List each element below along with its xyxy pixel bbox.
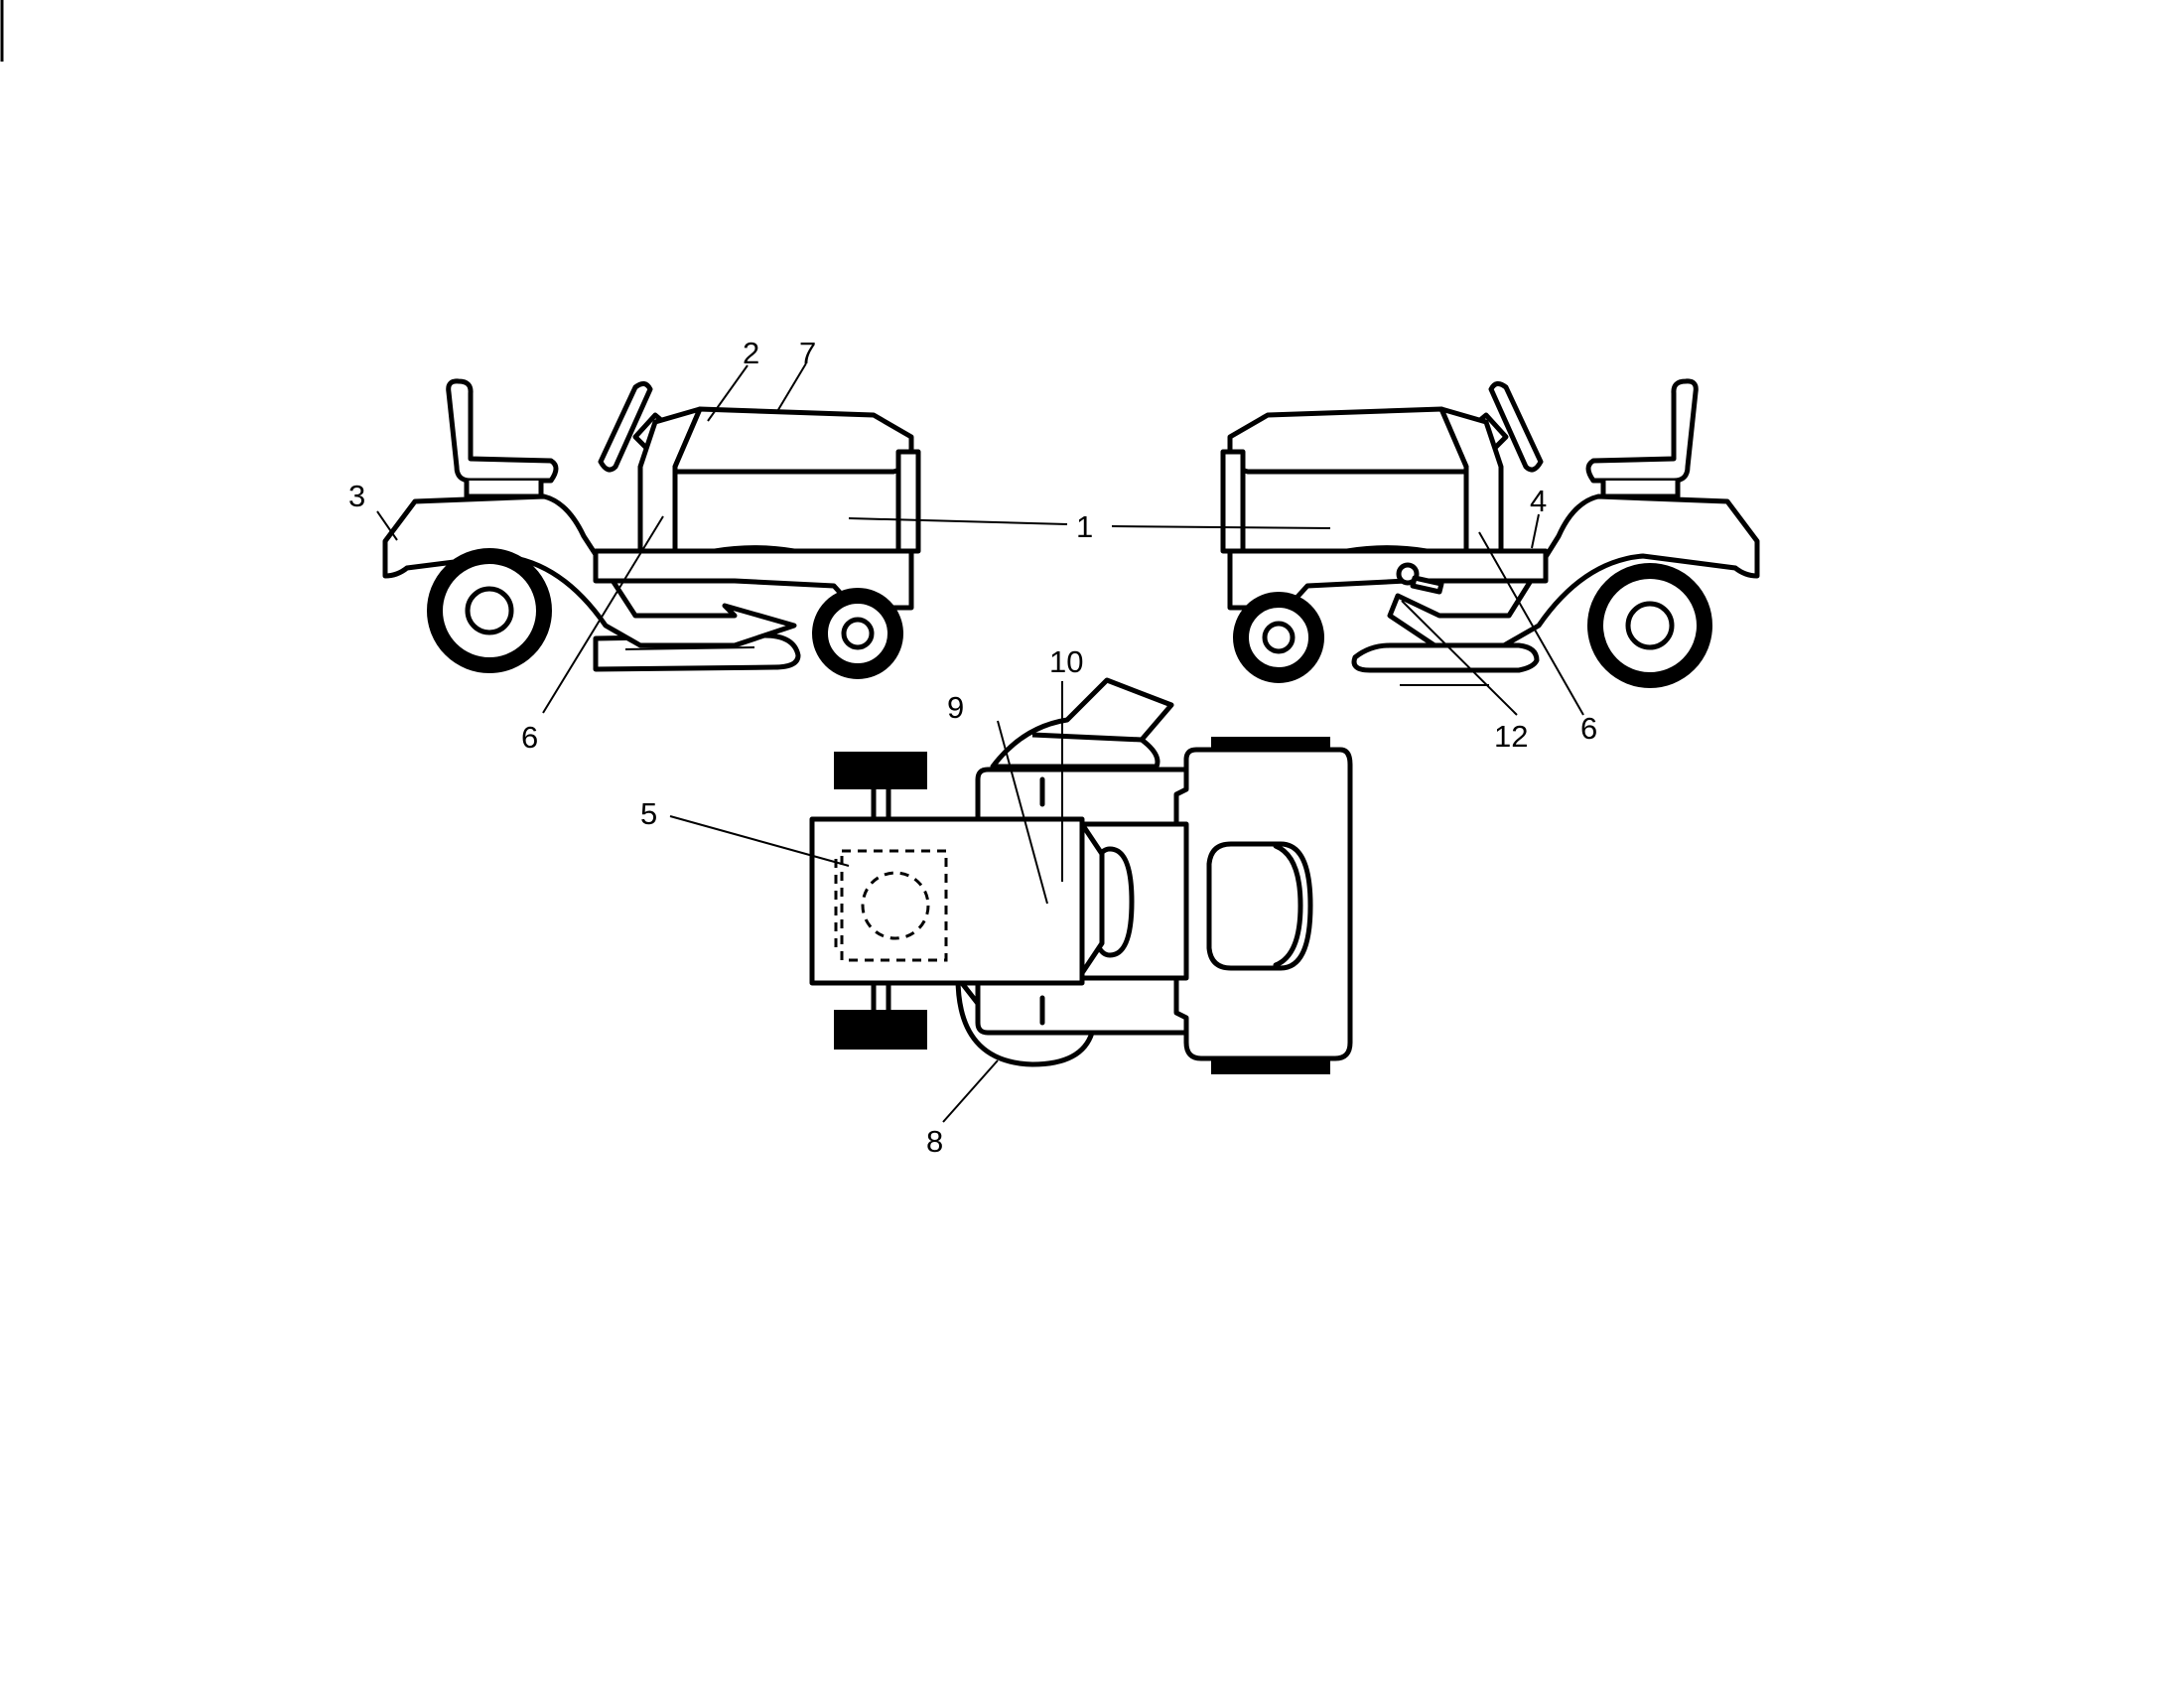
- rear-tire-bottom: [1211, 1060, 1330, 1074]
- rear-wheel-right: [1587, 563, 1712, 688]
- callout-6-right: 6: [1580, 711, 1597, 746]
- callout-10: 10: [1049, 644, 1083, 679]
- callout-8: 8: [926, 1124, 943, 1159]
- front-tire-top: [834, 752, 927, 789]
- callout-2: 2: [743, 336, 759, 370]
- steering-wheel-right: [1488, 381, 1544, 473]
- steering-wheel-left: [598, 381, 653, 473]
- leader-lines: [376, 362, 1584, 1123]
- callout-3: 3: [348, 479, 365, 513]
- callout-12: 12: [1494, 719, 1528, 754]
- tractor-left-side-view: [382, 378, 921, 679]
- rear-wheel-left: [427, 548, 552, 673]
- seat-left: [446, 378, 559, 484]
- callout-7: 7: [799, 336, 816, 370]
- tractor-top-view: [809, 677, 1353, 1074]
- callout-9: 9: [947, 690, 964, 725]
- hood-right: [1227, 406, 1469, 475]
- callout-4: 4: [1530, 484, 1547, 518]
- battery-outline: [840, 849, 948, 962]
- mower-deck-right: [1351, 642, 1540, 673]
- deck-bottom-bulge: [955, 975, 1095, 1067]
- seat-right: [1585, 378, 1699, 484]
- front-tire-bottom: [834, 1010, 927, 1050]
- rear-fender-right: [1387, 493, 1760, 648]
- tractor-right-side-view: [1220, 378, 1760, 688]
- front-wheel-left: [812, 588, 903, 679]
- battery-cap-outline: [861, 871, 930, 940]
- hood-top: [809, 816, 1085, 986]
- front-wheel-right: [1233, 592, 1324, 683]
- rear-fender-left: [382, 493, 797, 648]
- callout-5: 5: [640, 796, 657, 831]
- discharge-chute: [990, 677, 1174, 770]
- seat-top: [1206, 841, 1313, 971]
- callout-1: 1: [1076, 509, 1093, 544]
- callout-6-left: 6: [521, 720, 538, 755]
